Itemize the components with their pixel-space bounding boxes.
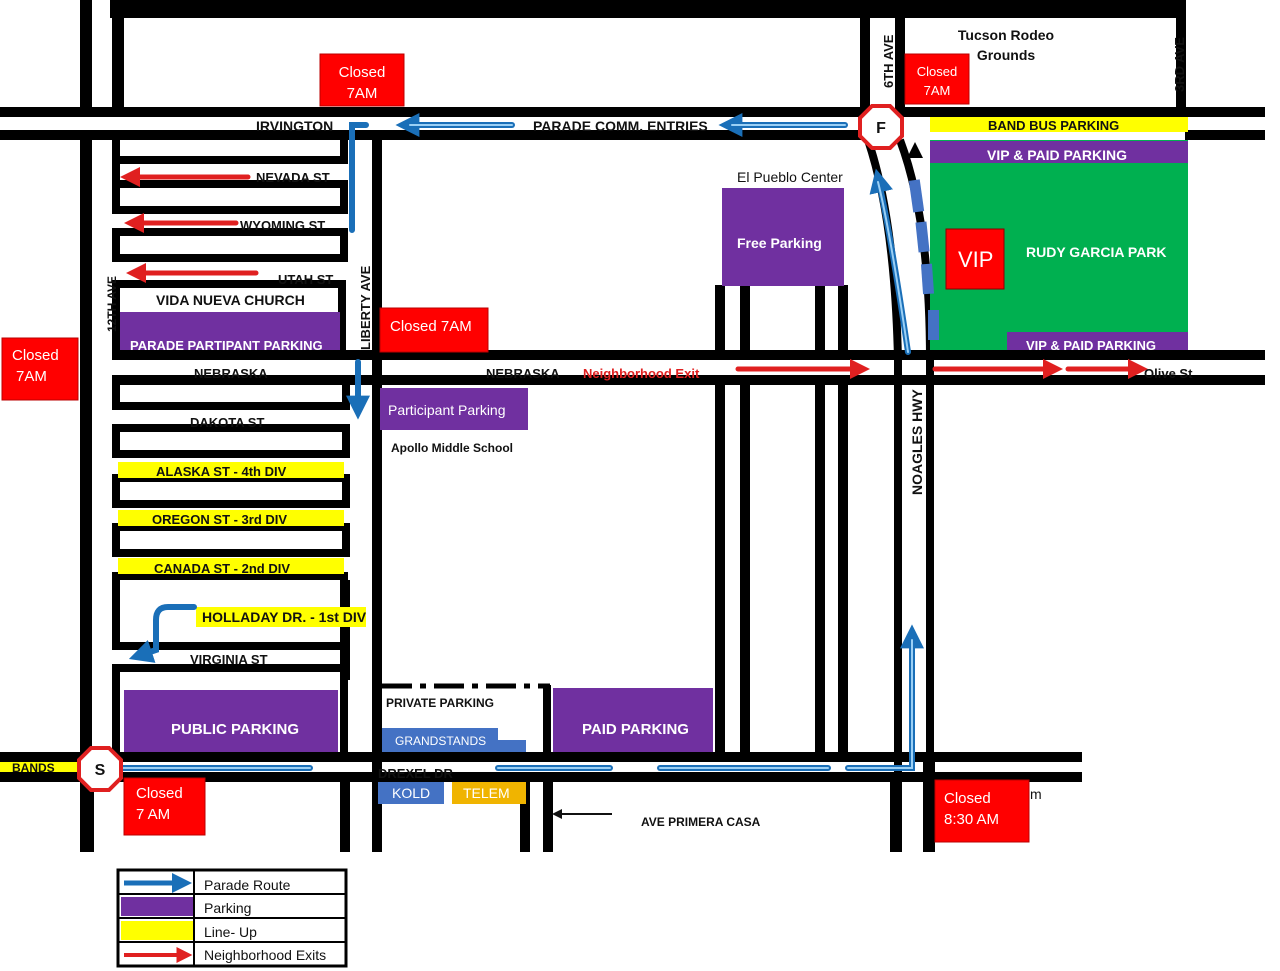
closed-start-line2: 7 AM — [136, 806, 170, 823]
finish-letter: F — [876, 120, 886, 137]
sixth-ave-label: 6TH AVE — [881, 34, 896, 88]
legend-lineup-label: Line- Up — [204, 924, 257, 940]
public-parking — [124, 690, 338, 752]
kold-label: KOLD — [392, 785, 430, 801]
street-blocks-left — [112, 130, 350, 760]
closed-left-line1: Closed — [12, 347, 59, 364]
oregon-label: OREGON ST - 3rd DIV — [152, 512, 287, 527]
closed-rodeo — [904, 53, 970, 105]
closed-left-line2: 7AM — [16, 368, 47, 385]
virginia-label: VIRGINIA ST — [190, 652, 268, 667]
closure-boxes — [1, 53, 1030, 843]
road-network — [0, 0, 1265, 852]
legend-parking-swatch — [121, 897, 193, 916]
closed-rodeo-line2: 7AM — [924, 83, 951, 98]
participant-parking — [380, 388, 528, 430]
closed-south-line2: 8:30 AM — [944, 811, 999, 828]
holladay-label: HOLLADAY DR. - 1st DIV — [202, 609, 367, 625]
participant-parking-label: Participant Parking — [388, 402, 506, 418]
nevada-label: NEVADA ST — [256, 170, 330, 185]
start-letter: S — [95, 762, 106, 779]
closed-south-line1: Closed — [944, 790, 991, 807]
legend-route-label: Parade Route — [204, 877, 291, 893]
paid-parking — [553, 688, 713, 752]
noagles-hwy-label: NOAGLES HWY — [909, 389, 925, 495]
grandstands-label: GRANDSTANDS — [395, 734, 486, 748]
lineup-bars — [0, 117, 1188, 772]
vida-nueva-label: VIDA NUEVA CHURCH — [156, 292, 305, 308]
vip-label: VIP — [958, 247, 993, 272]
closed-left — [1, 337, 79, 401]
legend-lineup-swatch — [121, 921, 193, 940]
telem-box — [452, 782, 526, 804]
paid-parking-label: PAID PARKING — [582, 721, 689, 738]
public-parking-label: PUBLIC PARKING — [171, 721, 299, 738]
vip-paid-parking-bottom — [1007, 332, 1188, 350]
drexel-label: DREXEL DR — [378, 766, 453, 781]
nebraska-left-label: NEBRASKA — [194, 366, 268, 381]
dakota-label: DAKOTA ST — [190, 415, 264, 430]
closed-start — [123, 777, 206, 836]
wyoming-label: WYOMING ST — [240, 218, 325, 233]
nebraska-mid-label: NEBRASKA — [486, 366, 560, 381]
free-parking-lot — [722, 188, 844, 286]
neighborhood-exits — [120, 167, 1148, 379]
alaska-label: ALASKA ST - 4th DIV — [156, 464, 287, 479]
closed-noagles-south — [934, 779, 1030, 843]
twelfth-ave-label: 12TH AVE — [105, 276, 119, 332]
closed-start-line1: Closed — [136, 785, 183, 802]
olive-st-label: Olive St — [1144, 366, 1193, 381]
vip-paid-top-label: VIP & PAID PARKING — [987, 147, 1127, 163]
vip-paid-parking-top — [930, 141, 1188, 163]
grandstands-box — [382, 728, 498, 752]
band-bus-label: BAND BUS PARKING — [988, 118, 1119, 133]
start-marker — [77, 746, 123, 792]
vip-box — [945, 228, 1005, 290]
vip-paid-bottom-label: VIP & PAID PARKING — [1026, 338, 1156, 353]
ave-primera-label: AVE PRIMERA CASA — [641, 815, 761, 829]
private-parking-label: PRIVATE PARKING — [386, 696, 494, 710]
telem-label: TELEM — [463, 785, 510, 801]
closed-irvington-line1: Closed — [339, 64, 386, 81]
irvington-label: IRVINGTON — [256, 118, 333, 134]
media-boxes — [378, 728, 526, 804]
north-arrow-icon — [907, 142, 923, 158]
rodeo-line1: Tucson Rodeo — [958, 27, 1054, 43]
closed-irvington-line2: 7AM — [347, 85, 378, 102]
canada-label: CANADA ST - 2nd DIV — [154, 561, 290, 576]
liberty-ave-label: LIBERTY AVE — [358, 265, 373, 350]
parade-participant-label: PARADE PARTIPANT PARKING — [130, 338, 323, 353]
kold-box — [378, 782, 444, 804]
parade-route-overlay — [109, 124, 913, 769]
svg-text:m: m — [1030, 786, 1042, 802]
finish-marker — [858, 104, 904, 150]
legend: Parade Route Parking Line- Up Neighborho… — [116, 868, 348, 968]
free-parking-label: Free Parking — [737, 235, 822, 251]
el-pueblo-label: El Pueblo Center — [737, 169, 843, 185]
legend-exits-label: Neighborhood Exits — [204, 947, 326, 963]
apollo-label: Apollo Middle School — [391, 441, 513, 455]
parking-areas — [120, 141, 1188, 752]
rudy-garcia-label: RUDY GARCIA PARK — [1026, 244, 1167, 260]
parade-entries-label: PARADE COMM. ENTRIES — [533, 118, 708, 134]
bands-label: BANDS — [12, 761, 55, 775]
legend-parking-label: Parking — [204, 900, 251, 916]
neighborhood-exit-label: Neighborhood Exit — [583, 366, 700, 381]
closed-liberty — [379, 307, 489, 353]
noagles-staging-dashes — [908, 179, 939, 340]
third-ave-label: 3RD AVE — [1172, 37, 1187, 92]
closed-irvington — [319, 53, 405, 107]
parade-participant-parking — [120, 312, 340, 350]
closed-liberty-label: Closed 7AM — [390, 318, 472, 335]
rodeo-line2: Grounds — [977, 47, 1036, 63]
utah-label: UTAH ST — [278, 272, 333, 287]
closed-rodeo-line1: Closed — [917, 64, 957, 79]
